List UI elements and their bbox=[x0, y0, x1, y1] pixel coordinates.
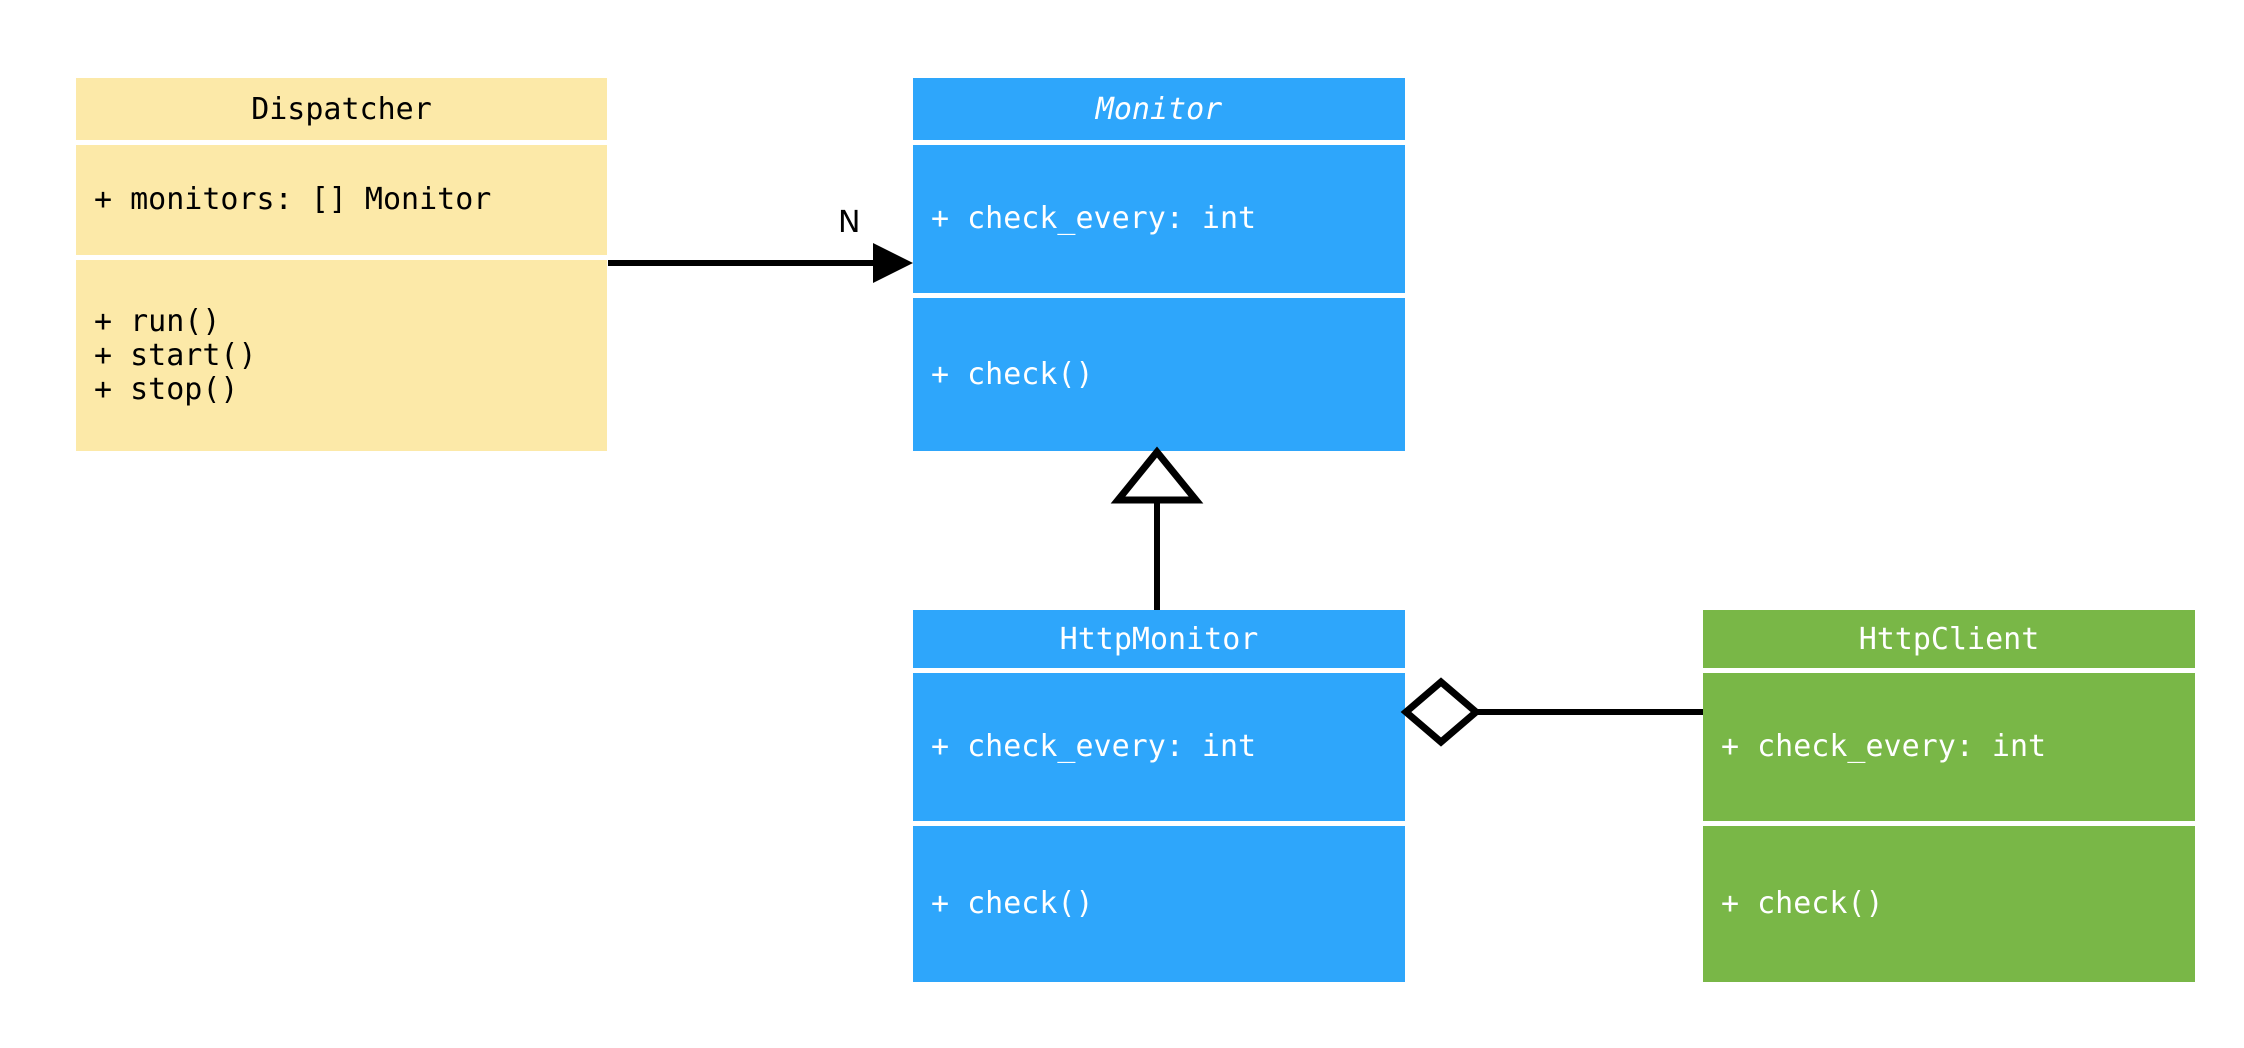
monitor-title-compartment: Monitor bbox=[913, 78, 1405, 140]
monitor-methods-compartment: + check() bbox=[913, 298, 1405, 451]
dispatcher-methods-compartment: + run() + start() + stop() bbox=[76, 260, 607, 451]
edge-http-monitor-to-http-client bbox=[1400, 677, 1703, 747]
dispatcher-title-compartment: Dispatcher bbox=[76, 78, 607, 140]
multiplicity-label-n: N bbox=[838, 205, 861, 240]
class-box-http-monitor[interactable]: HttpMonitor + check_every: int + check() bbox=[913, 610, 1405, 982]
dispatcher-attributes-compartment: + monitors: [] Monitor bbox=[76, 145, 607, 255]
class-name-http-monitor: HttpMonitor bbox=[1059, 621, 1259, 657]
class-name-http-client: HttpClient bbox=[1858, 621, 2040, 657]
filled-arrowhead-icon bbox=[873, 243, 913, 283]
http-monitor-attributes-compartment: + check_every: int bbox=[913, 673, 1405, 821]
attribute-row: + monitors: [] Monitor bbox=[94, 182, 492, 217]
class-box-dispatcher[interactable]: Dispatcher + monitors: [] Monitor + run(… bbox=[76, 78, 607, 451]
http-monitor-title-compartment: HttpMonitor bbox=[913, 610, 1405, 668]
method-row: + check() bbox=[931, 356, 1094, 392]
attribute-row: + check_every: int bbox=[931, 201, 1257, 236]
method-row: + check() bbox=[931, 886, 1094, 921]
class-name-monitor: Monitor bbox=[1095, 91, 1223, 127]
attribute-row: + check_every: int bbox=[931, 729, 1257, 764]
method-row: + stop() bbox=[94, 371, 239, 407]
http-client-methods-compartment: + check() bbox=[1703, 826, 2195, 982]
hollow-diamond-icon bbox=[1400, 677, 1482, 747]
class-box-monitor[interactable]: Monitor + check_every: int + check() bbox=[913, 78, 1405, 451]
attribute-row: + check_every: int bbox=[1721, 729, 2047, 764]
http-monitor-methods-compartment: + check() bbox=[913, 826, 1405, 982]
http-client-attributes-compartment: + check_every: int bbox=[1703, 673, 2195, 821]
edge-dispatcher-to-monitor bbox=[608, 243, 913, 283]
method-row: + run() bbox=[94, 303, 221, 339]
class-box-http-client[interactable]: HttpClient + check_every: int + check() bbox=[1703, 610, 2195, 982]
edge-http-monitor-to-monitor bbox=[1110, 446, 1204, 610]
method-row: + start() bbox=[94, 337, 257, 373]
method-row: + check() bbox=[1721, 886, 1884, 921]
hollow-triangle-icon bbox=[1110, 446, 1204, 504]
class-name-dispatcher: Dispatcher bbox=[251, 91, 432, 127]
http-client-title-compartment: HttpClient bbox=[1703, 610, 2195, 668]
monitor-attributes-compartment: + check_every: int bbox=[913, 145, 1405, 293]
